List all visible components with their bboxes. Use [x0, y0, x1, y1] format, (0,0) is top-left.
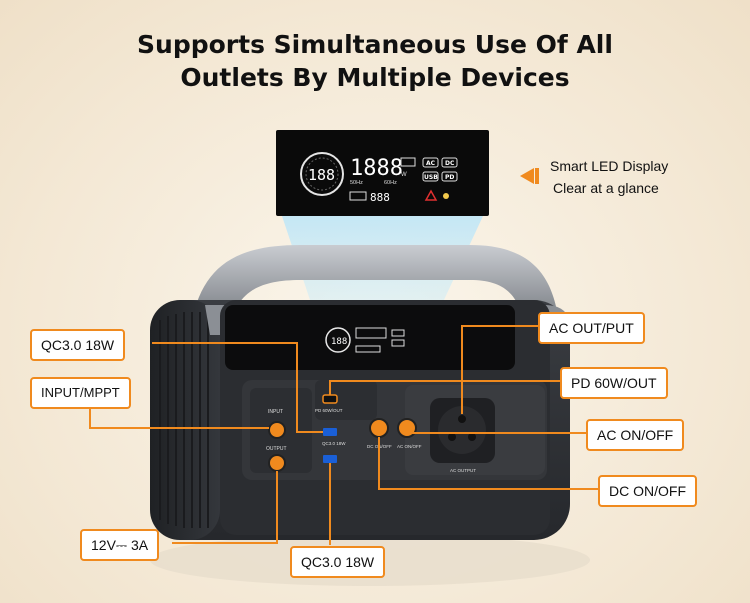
panel-input-text: INPUT: [268, 409, 283, 415]
display-note-line-2: Clear at a glance: [553, 180, 659, 196]
label-ac-out: AC OUT/PUT: [538, 312, 645, 344]
label-input-mppt: INPUT/MPPT: [30, 377, 131, 409]
dc-output-port: [268, 454, 286, 472]
panel-acout-text: AC OUTPUT: [450, 468, 476, 473]
lcd-small-digits: 888: [370, 191, 390, 204]
panel-qc-text: QC3.0 18W: [322, 441, 346, 446]
lcd-badge-dc: DC: [445, 160, 455, 167]
panel-pd-text: PD 60W/OUT: [315, 408, 343, 413]
display-note-line-1: Smart LED Display: [550, 158, 669, 174]
pointer-arrow-bar: [535, 168, 539, 184]
lcd-badge-ac: AC: [426, 160, 436, 167]
light-bulb-icon: [443, 193, 449, 199]
qc-port-top: [323, 428, 337, 436]
handle: [190, 245, 560, 330]
label-qc-bottom: QC3.0 18W: [290, 546, 386, 578]
title-line-1: Supports Simultaneous Use Of All: [137, 30, 613, 59]
lcd-watt: W: [401, 172, 407, 178]
label-dc-onoff: DC ON/OFF: [598, 475, 697, 507]
lcd-main-digits: 1888: [350, 156, 403, 181]
lcd-hz-60: 60Hz: [384, 180, 397, 186]
lcd-badge-pd: PD: [445, 174, 454, 181]
warning-icon: [424, 189, 438, 201]
label-ac-onoff: AC ON/OFF: [586, 419, 685, 451]
label-pd: PD 60W/OUT: [560, 367, 668, 399]
dc-switch: [369, 418, 389, 438]
title-line-2: Outlets By Multiple Devices: [180, 63, 570, 92]
pd-port: [322, 394, 338, 404]
lcd-badge-usb: USB: [424, 174, 438, 181]
panel-output-text: OUTPUT: [266, 446, 287, 452]
page-title: Supports Simultaneous Use Of All Outlets…: [0, 28, 750, 94]
input-port: [268, 421, 286, 439]
svg-text:188: 188: [331, 337, 347, 347]
panel-ac-text: AC ON/OFF: [397, 444, 422, 449]
ac-switch: [397, 418, 417, 438]
label-dc-output: 12V⎓ 3A: [80, 529, 160, 561]
display-note: Smart LED Display Clear at a glance: [550, 155, 668, 199]
label-qc-top: QC3.0 18W: [30, 329, 126, 361]
lcd-hz-50: 50Hz: [350, 180, 363, 186]
lcd-ring-value: 188: [308, 166, 335, 184]
qc-port-bottom: [323, 455, 337, 463]
pointer-arrow-icon: [520, 168, 534, 184]
lcd-graphic: 188 1888 W 50Hz 60Hz 888 AC DC USB PD: [300, 152, 458, 204]
led-display-zoom: 188 1888 W 50Hz 60Hz 888 AC DC USB PD: [276, 130, 489, 216]
